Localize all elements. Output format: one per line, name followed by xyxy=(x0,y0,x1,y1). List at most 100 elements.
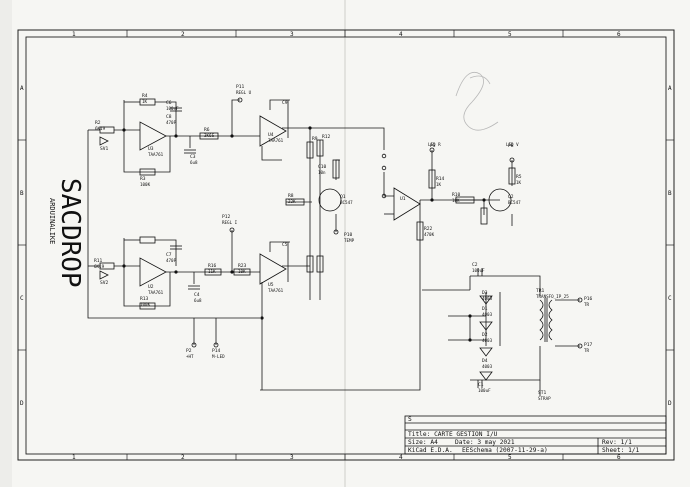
component-value: TAA761 xyxy=(268,138,284,143)
border-letter-left: D xyxy=(20,400,24,407)
component-ref: R9 xyxy=(312,136,318,142)
sheet-text: Sheet: 1/1 xyxy=(602,447,640,454)
component-ref: U1 xyxy=(400,196,406,202)
component-value: 100uF xyxy=(472,268,485,273)
border-number-top: 2 xyxy=(181,31,185,38)
stamp-text: SACDROP xyxy=(55,178,85,288)
border-number-bottom: 6 xyxy=(617,454,621,461)
component-ref: C5 xyxy=(282,242,288,248)
component-ref: TR1 xyxy=(536,288,545,294)
component-value: BC547 xyxy=(340,200,353,205)
component-ref: R2 xyxy=(95,120,101,126)
component-ref: C6 xyxy=(166,100,172,106)
border-number-bottom: 4 xyxy=(399,454,403,461)
border-number-top: 5 xyxy=(508,31,512,38)
component-ref: R14 xyxy=(436,176,445,182)
sheet-letter: S xyxy=(408,416,412,423)
component-value: TR xyxy=(584,348,590,353)
component-value: TEMP xyxy=(344,238,355,243)
component-ref: SV1 xyxy=(100,146,109,152)
component-value: 6u8 xyxy=(190,160,198,165)
component-value: 100K xyxy=(140,182,151,187)
component-value: 22K xyxy=(288,199,296,204)
border-letter-right: A xyxy=(668,85,672,92)
component-value: M-LED xyxy=(212,354,225,359)
size-text: Size: A4 xyxy=(408,439,438,446)
component-ref: P17 xyxy=(584,342,593,348)
border-letter-right: D xyxy=(668,400,672,407)
component-ref: R22 xyxy=(424,226,433,232)
component-value: 4003 xyxy=(482,364,493,369)
junctions xyxy=(122,126,486,342)
component-value: 470K xyxy=(424,232,435,237)
component-ref: C1 xyxy=(478,382,484,388)
component-ref: P14 xyxy=(212,348,221,354)
component-value: 100uF xyxy=(478,388,491,393)
component-ref: C8 xyxy=(166,114,172,120)
component-value: 1K xyxy=(516,180,522,185)
border-number-top: 4 xyxy=(399,31,403,38)
component-value: 10K xyxy=(238,269,246,274)
component-ref: D4 xyxy=(482,358,488,364)
rev-text: Rev: 1/1 xyxy=(602,439,632,446)
border-zone-labels xyxy=(18,30,674,460)
title-text: Title: CARTE GESTION I/U xyxy=(408,431,498,438)
component-value: TAA761 xyxy=(148,152,164,157)
component-ref: R11 xyxy=(94,258,103,264)
component-value: TAA761 xyxy=(148,290,164,295)
component-ref: U5 xyxy=(268,282,274,288)
border-number-bottom: 3 xyxy=(290,454,294,461)
component-ref: R3 xyxy=(140,176,146,182)
component-ref: R23 xyxy=(238,263,247,269)
component-value: REGL U xyxy=(236,90,252,95)
component-value: LED R xyxy=(428,142,441,147)
component-ref: R5 xyxy=(516,174,522,180)
wires xyxy=(87,99,580,396)
component-ref: P11 xyxy=(236,84,245,90)
component-ref: P2 xyxy=(186,348,192,354)
border-number-top: 1 xyxy=(72,31,76,38)
date-text: Date: 3 may 2021 xyxy=(455,439,515,446)
component-value: BC547 xyxy=(508,200,521,205)
component-ref: P8 xyxy=(508,143,514,149)
border-number-bottom: 1 xyxy=(72,454,76,461)
component-ref: U3 xyxy=(148,146,154,152)
border-letter-left: A xyxy=(20,85,24,92)
component-ref: R12 xyxy=(322,134,331,140)
component-ref: C7 xyxy=(166,252,172,258)
border-letter-left: B xyxy=(20,190,24,197)
component-ref: SV2 xyxy=(100,280,109,286)
component-value: 6K19 xyxy=(94,264,105,269)
component-ref: P3 xyxy=(430,143,436,149)
component-value: 6K19 xyxy=(95,126,106,131)
component-value: STRAP xyxy=(538,396,551,401)
component-ref: C9 xyxy=(282,100,288,106)
component-value: 1K xyxy=(436,182,442,187)
component-ref: D1 xyxy=(482,306,488,312)
component-value: 10n xyxy=(318,170,326,175)
component-ref: Q2 xyxy=(508,194,514,200)
component-ref: C10 xyxy=(318,164,327,170)
border-letter-right: B xyxy=(668,190,672,197)
component-ref: R13 xyxy=(140,296,149,302)
component-value: 100K xyxy=(140,302,151,307)
component-ref: P12 xyxy=(222,214,231,220)
component-ref: R8 xyxy=(288,193,294,199)
component-value: LED V xyxy=(506,142,519,147)
component-value: REGL I xyxy=(222,220,238,225)
component-value: +HT xyxy=(186,354,194,359)
component-ref: R6 xyxy=(204,127,210,133)
component-value: 4003 xyxy=(482,312,493,317)
pencil-scribble xyxy=(455,71,499,131)
title-block xyxy=(404,415,667,455)
component-value: 11K xyxy=(208,269,216,274)
component-value: 4003 xyxy=(482,338,493,343)
symbols xyxy=(99,97,583,388)
component-ref: Q1 xyxy=(340,194,346,200)
component-value: 18K xyxy=(452,198,460,203)
component-value: 1K xyxy=(142,99,148,104)
